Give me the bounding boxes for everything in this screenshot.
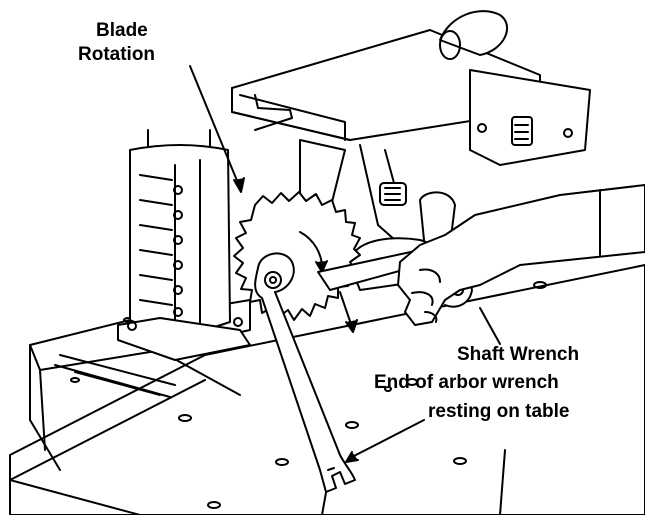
arbor-end-leader xyxy=(349,419,425,459)
arbor-wrench-end-label-line1: End of arbor wrench xyxy=(374,372,559,393)
shaft-wrench-leader xyxy=(479,307,501,345)
leader-lines xyxy=(189,65,501,463)
arbor-wrench xyxy=(254,252,356,493)
column xyxy=(117,129,251,361)
blade-rotation-label-line2: Rotation xyxy=(78,44,156,65)
shaft-wrench-label: Shaft Wrench xyxy=(457,344,580,365)
blade-rotation-leader xyxy=(189,65,241,189)
blade-rotation-label-line1: Blade xyxy=(96,20,148,41)
arbor-wrench-end-label-line2: resting on table xyxy=(428,401,570,422)
hand-and-arm xyxy=(397,184,645,326)
saw-blade xyxy=(233,191,361,333)
